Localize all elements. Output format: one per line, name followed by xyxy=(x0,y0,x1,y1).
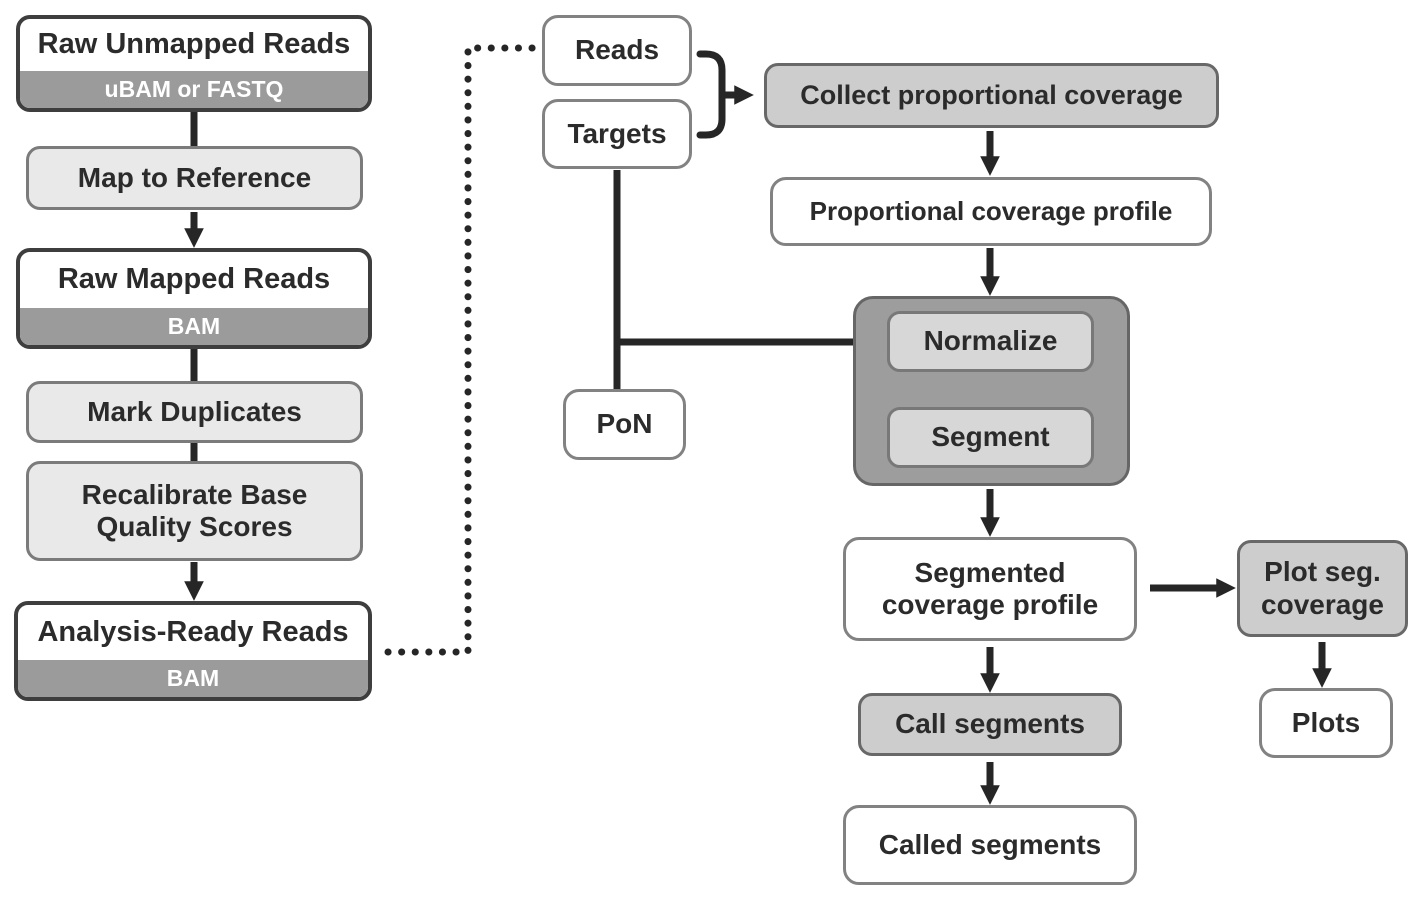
node-analysis-ready-reads: Analysis-Ready Reads BAM xyxy=(14,601,372,701)
node-raw-unmapped-reads: Raw Unmapped Reads uBAM or FASTQ xyxy=(16,15,372,112)
node-plots: Plots xyxy=(1259,688,1393,758)
node-call-segments: Call segments xyxy=(858,693,1122,756)
node-reads: Reads xyxy=(542,15,692,86)
format-band-raw-unmapped: uBAM or FASTQ xyxy=(20,71,368,108)
node-plot-seg-coverage: Plot seg. coverage xyxy=(1237,540,1408,637)
node-mark-duplicates: Mark Duplicates xyxy=(26,381,363,443)
node-recalibrate-base-quality-scores: Recalibrate Base Quality Scores xyxy=(26,461,363,561)
node-proportional-coverage-profile: Proportional coverage profile xyxy=(770,177,1212,246)
node-called-segments: Called segments xyxy=(843,805,1137,885)
node-collect-proportional-coverage: Collect proportional coverage xyxy=(764,63,1219,128)
format-band-raw-mapped: BAM xyxy=(20,308,368,345)
node-raw-mapped-reads: Raw Mapped Reads BAM xyxy=(16,248,372,349)
node-label: Analysis-Ready Reads xyxy=(37,615,349,648)
format-band-analysis-ready: BAM xyxy=(18,660,368,697)
bracket-reads-targets xyxy=(696,50,726,139)
node-map-to-reference: Map to Reference xyxy=(26,146,363,210)
node-normalize: Normalize xyxy=(887,311,1094,372)
edge-analysisready-reads-dotted xyxy=(384,44,540,656)
node-label: Raw Unmapped Reads xyxy=(37,28,351,61)
node-segment: Segment xyxy=(887,407,1094,468)
node-targets: Targets xyxy=(542,99,692,169)
node-label: Raw Mapped Reads xyxy=(57,263,331,296)
node-segmented-coverage-profile: Segmented coverage profile xyxy=(843,537,1137,641)
node-pon: PoN xyxy=(563,389,686,460)
